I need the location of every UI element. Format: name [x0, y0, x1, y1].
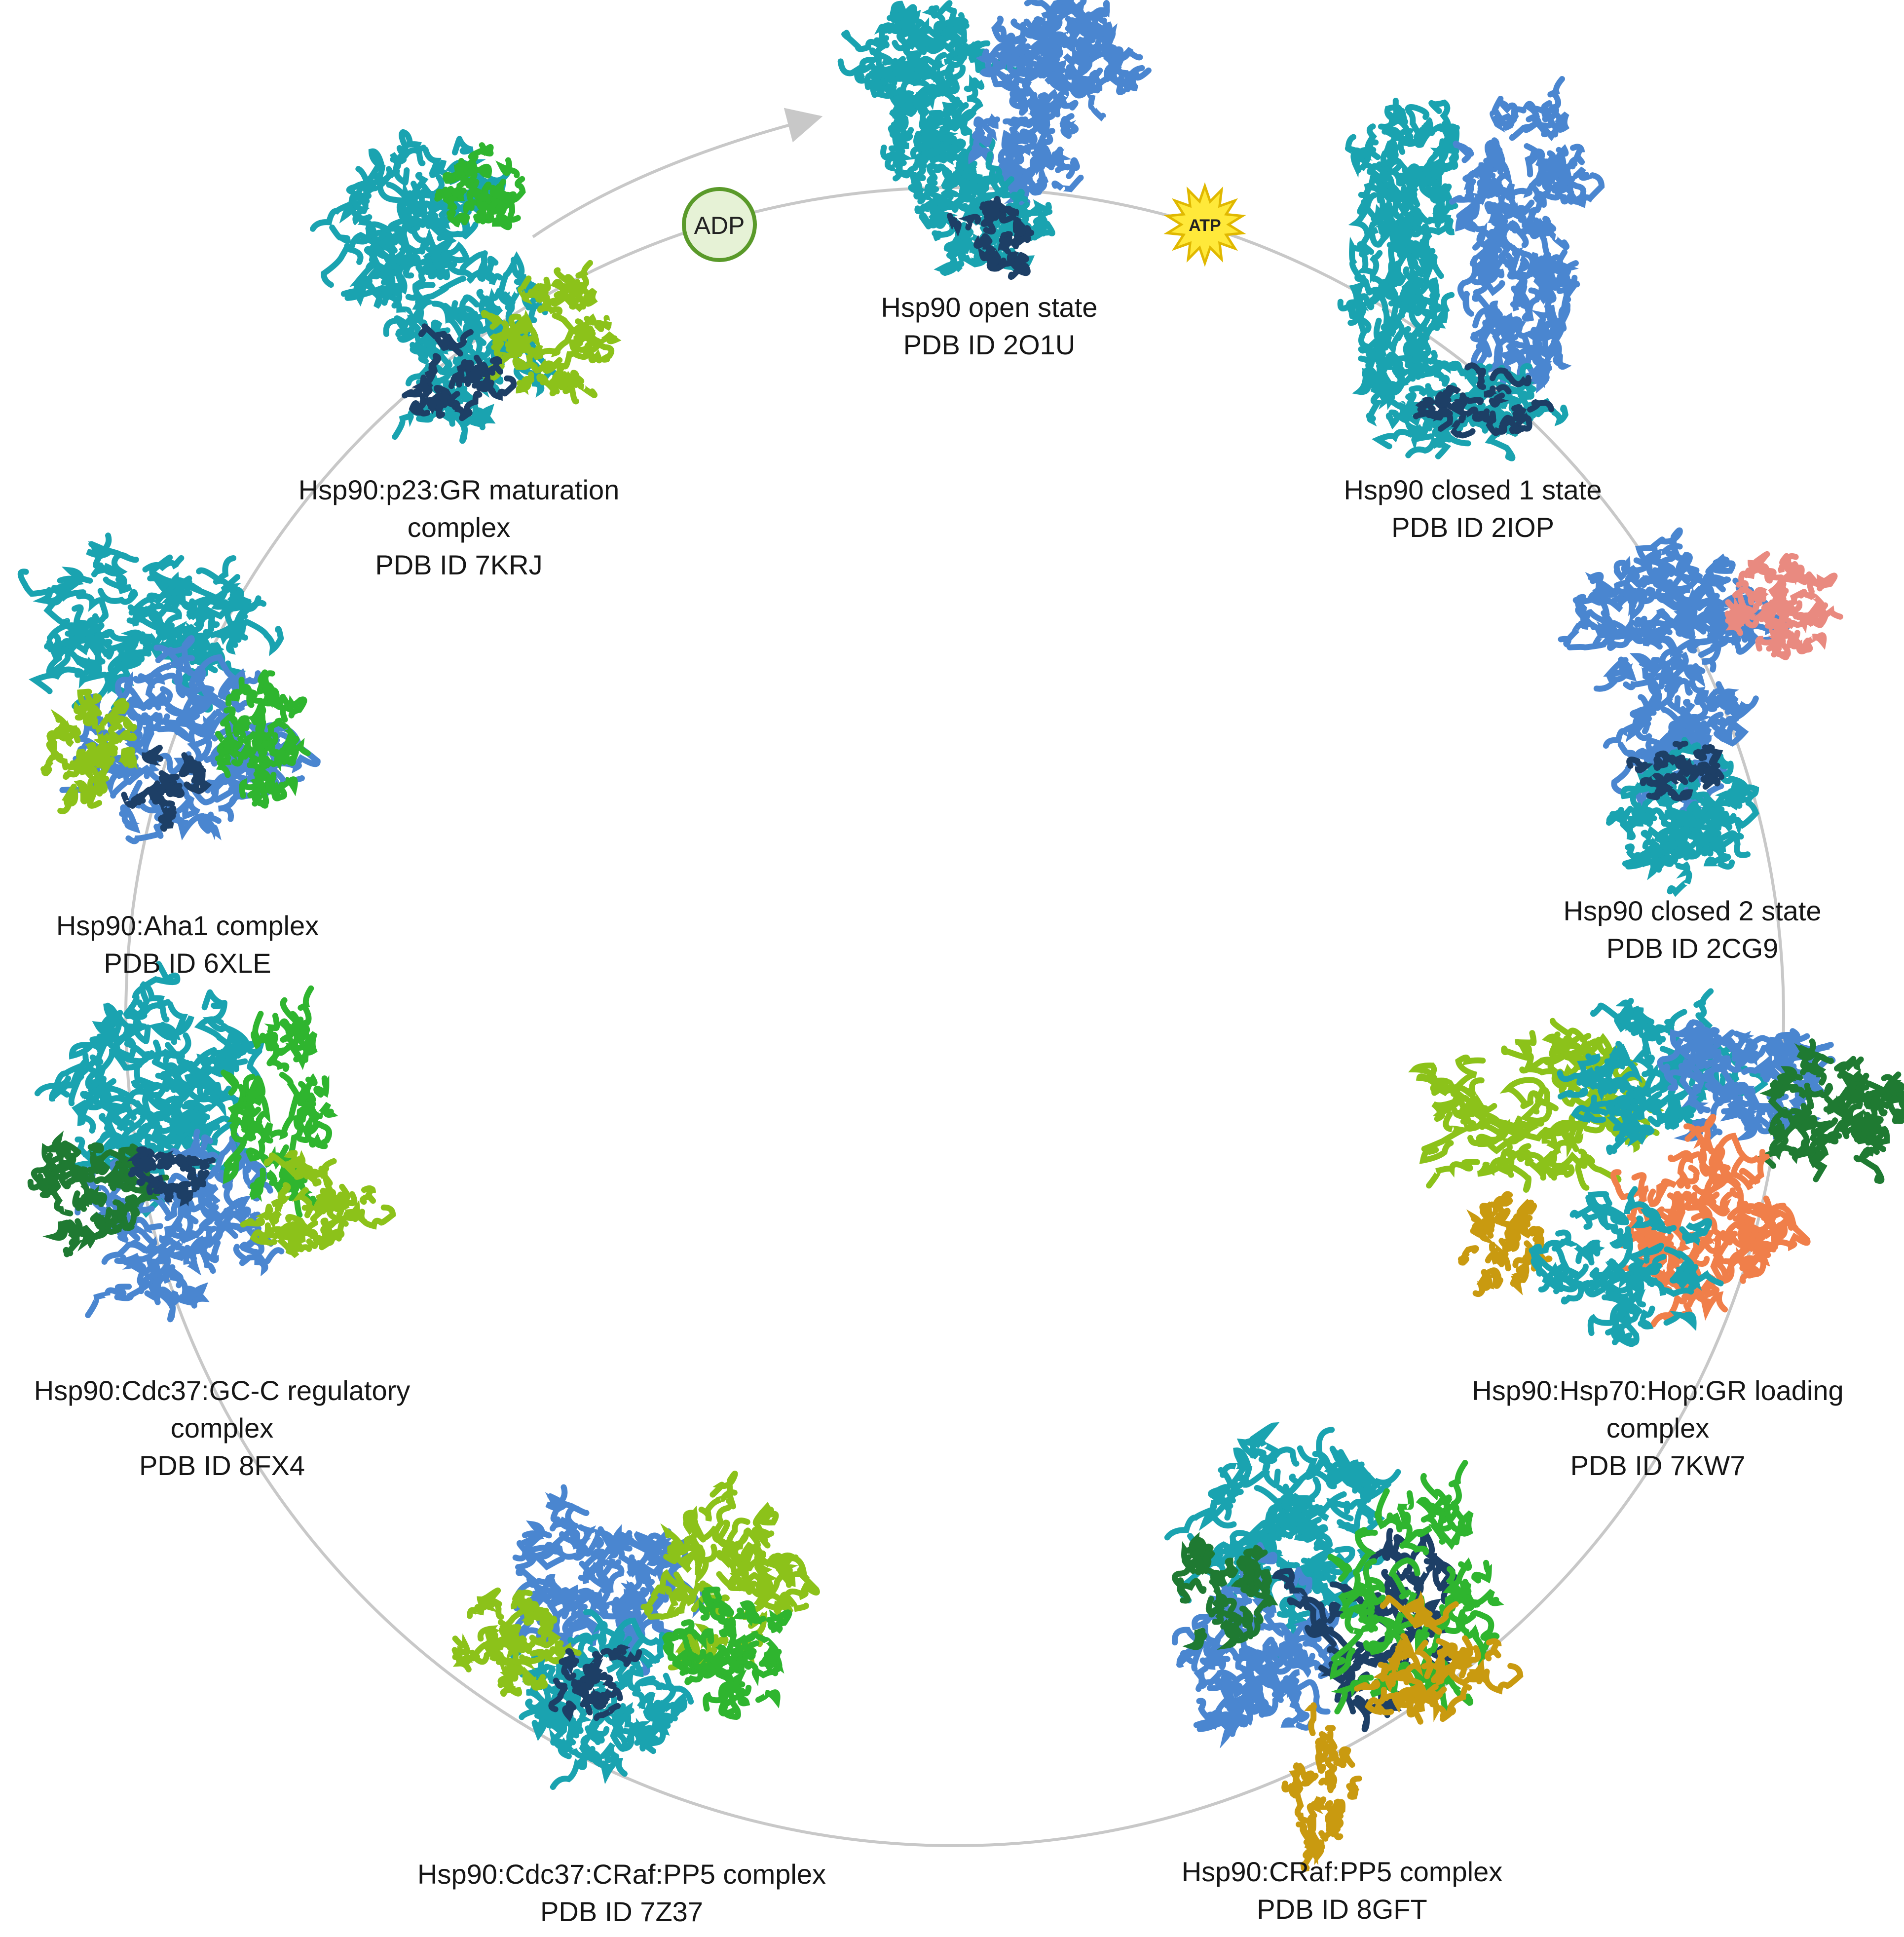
structure-closed-1	[1337, 76, 1605, 461]
atp-label: ATP	[1189, 216, 1221, 235]
adp-badge: ADP	[682, 187, 757, 262]
structure-craf-pp5	[1164, 1422, 1524, 1872]
structure-cdc37-gcc	[27, 961, 396, 1323]
structure-aha1-complex	[17, 532, 321, 844]
structure-loading-complex	[1408, 988, 1904, 1347]
structure-p23-gr	[310, 129, 622, 444]
cycle-ring	[124, 186, 1785, 1847]
cycle-arrow	[532, 108, 823, 238]
atp-badge: ATP	[1163, 182, 1246, 267]
structure-cdc37-craf-pp5	[451, 1470, 820, 1790]
structure-closed-2	[1558, 527, 1843, 897]
adp-label: ADP	[694, 212, 745, 239]
structure-open-state	[837, 0, 1152, 280]
